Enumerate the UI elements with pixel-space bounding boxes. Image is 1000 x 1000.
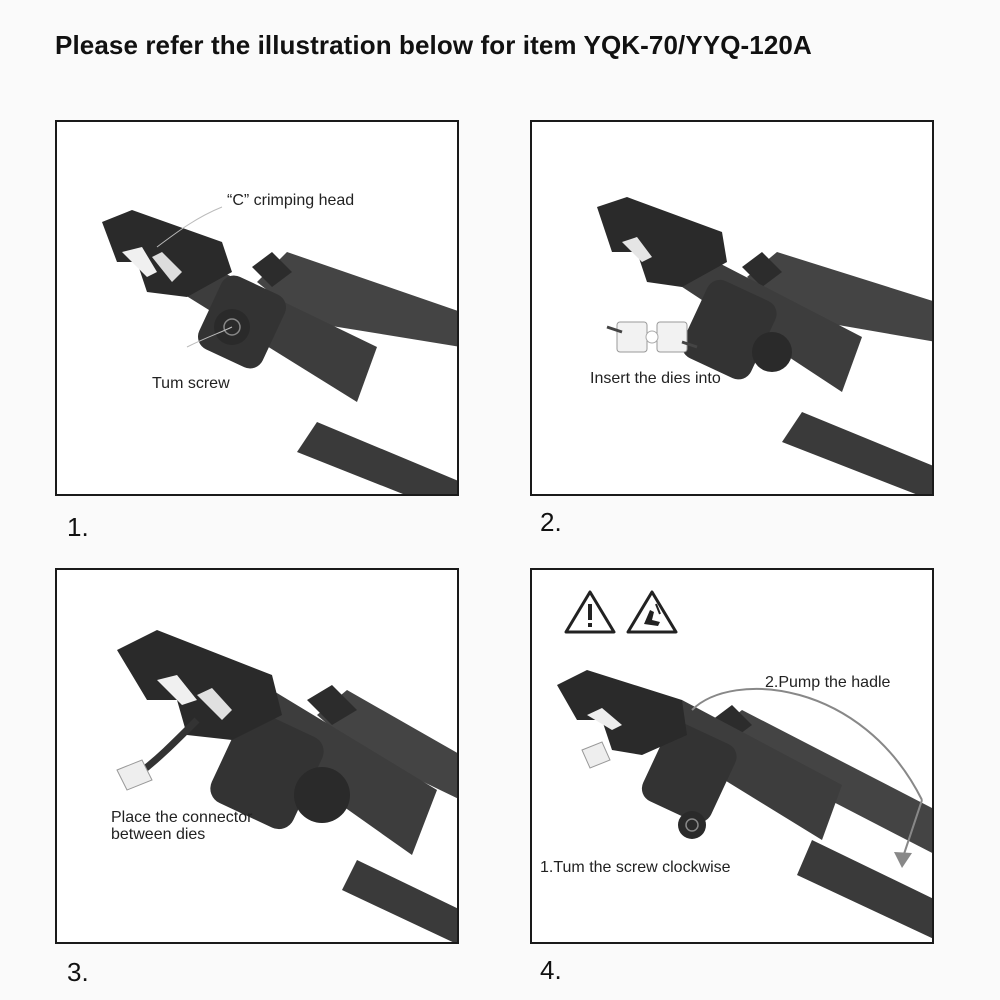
place-connector-label: Place the connector: [111, 809, 253, 826]
step-4-number: 4.: [540, 955, 562, 985]
between-dies-label: between dies: [111, 826, 206, 843]
insert-dies-label: Insert the dies into: [590, 370, 721, 387]
pump-handle-label: 2.Pump the hadle: [765, 674, 891, 691]
hand-crush-warning-icon: [626, 590, 678, 634]
step-4-panel: 2.Pump the hadle 1.Tum the screw clockwi…: [530, 568, 934, 944]
crimping-head-label: “C” crimping head: [227, 192, 355, 209]
step-1-number: 1.: [67, 512, 89, 542]
crimping-tool-illustration: [557, 670, 932, 939]
step-1-panel: “C” crimping head Tum screw: [55, 120, 459, 496]
page-title: Please refer the illustration below for …: [55, 30, 812, 60]
crimping-tool-illustration: [597, 197, 932, 494]
turn-screw-label: Tum screw: [152, 375, 230, 392]
step-2-panel: Insert the dies into: [530, 120, 934, 496]
step-3-panel: Place the connector between dies: [55, 568, 459, 944]
turn-screw-clockwise-label: 1.Tum the screw clockwise: [540, 859, 731, 876]
warning-triangle-icon: [564, 590, 616, 634]
crimping-tool-illustration: [116, 630, 457, 942]
crimping-tool-illustration: [102, 206, 457, 494]
step-2-number: 2.: [540, 507, 562, 537]
step-3-number: 3.: [67, 957, 89, 987]
